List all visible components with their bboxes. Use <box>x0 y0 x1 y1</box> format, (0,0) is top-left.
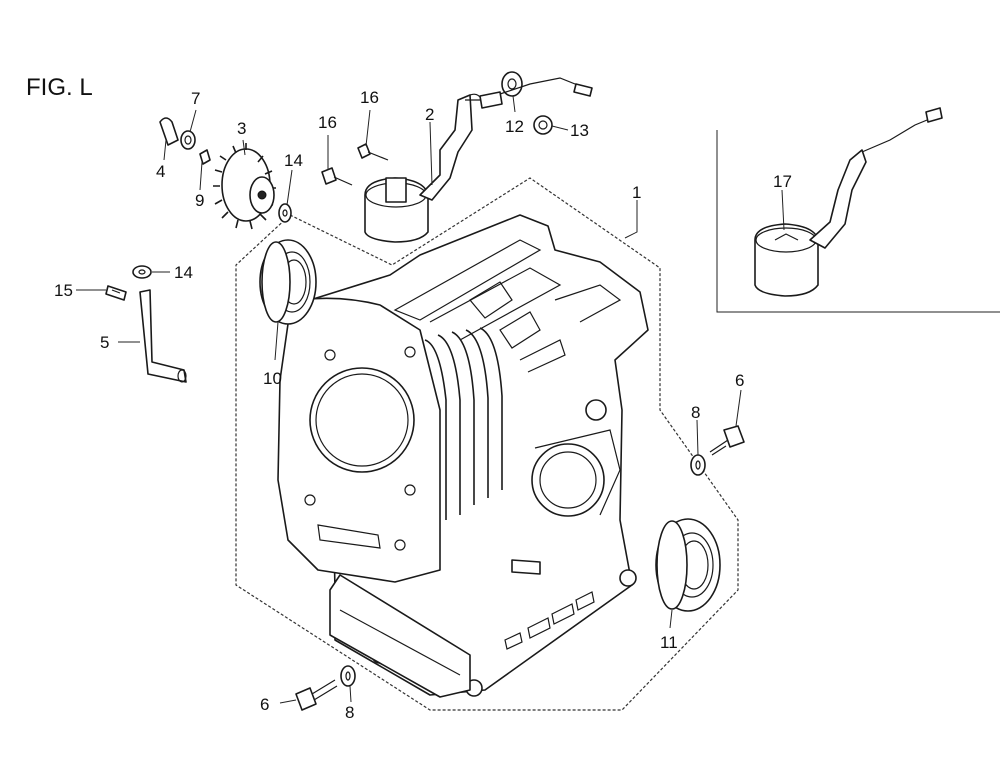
oil-seal-left <box>259 239 317 325</box>
callout-13: 13 <box>570 121 589 140</box>
bolt-16-lower <box>321 167 353 186</box>
callout-8-right: 8 <box>691 403 700 422</box>
bolt-6-bottom <box>295 679 338 711</box>
washer-7 <box>180 130 196 150</box>
callout-3: 3 <box>237 119 246 138</box>
nut-13 <box>533 115 553 135</box>
callout-8-bottom: 8 <box>345 703 354 722</box>
washer-14-upper <box>278 203 292 223</box>
oil-alert-switch-inset <box>754 107 943 297</box>
callout-7: 7 <box>191 89 200 108</box>
clip-15 <box>105 285 127 301</box>
governor-shaft <box>159 117 179 146</box>
washer-8-right <box>690 454 706 476</box>
callout-4: 4 <box>156 162 165 181</box>
bolt-6-right <box>709 425 745 456</box>
governor-arm-5 <box>139 289 187 383</box>
assembly-boundary <box>235 177 739 711</box>
callout-1: 1 <box>632 183 641 202</box>
oil-alert-switch <box>364 91 503 243</box>
callout-11: 11 <box>660 633 678 652</box>
inset-panel-border <box>716 130 1000 313</box>
washer-8-bottom <box>340 665 356 687</box>
washer-14-lower <box>132 265 152 279</box>
callout-5: 5 <box>100 333 109 352</box>
crankcase <box>277 214 649 698</box>
callout-16-lower: 16 <box>318 113 337 132</box>
clip-9 <box>199 149 211 165</box>
leader-lines <box>76 95 785 704</box>
callout-10: 10 <box>263 369 282 388</box>
callout-9: 9 <box>195 191 204 210</box>
lead-wire-12 <box>499 71 593 97</box>
figure-title: FIG. L <box>26 74 93 101</box>
governor-gear <box>213 143 276 230</box>
callout-12: 12 <box>505 117 524 136</box>
callout-16-upper: 16 <box>360 88 379 107</box>
callout-6-bottom: 6 <box>260 695 269 714</box>
callout-6-right: 6 <box>735 371 744 390</box>
oil-seal-right <box>655 518 721 612</box>
callout-14-lower: 14 <box>174 263 193 282</box>
callout-17: 17 <box>773 172 792 191</box>
callout-15: 15 <box>54 281 73 300</box>
callout-14-upper: 14 <box>284 151 303 170</box>
bolt-16-upper <box>357 143 389 161</box>
callout-2: 2 <box>425 105 434 124</box>
